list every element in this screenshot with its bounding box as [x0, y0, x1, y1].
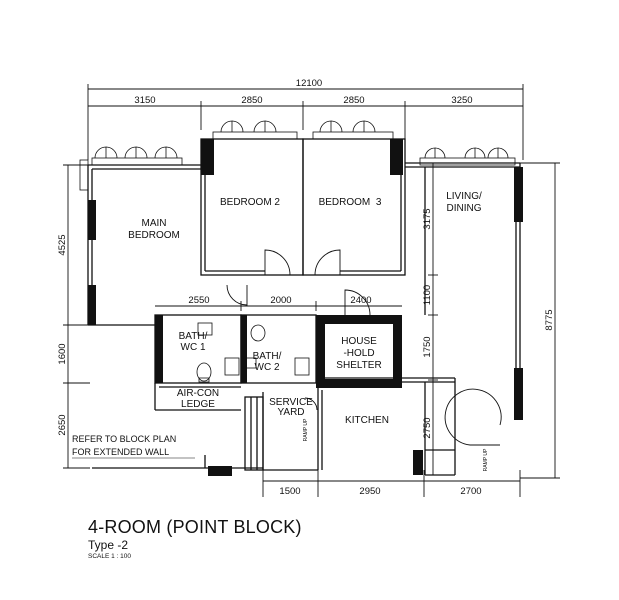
basin-1-icon: [197, 322, 213, 336]
dim-right-inner-4: 2750: [422, 417, 433, 438]
dim-overall-width: 12100: [296, 78, 322, 89]
dim-top-3: 2850: [343, 95, 364, 106]
dim-left-3: 2650: [57, 414, 68, 435]
label-service-2: YARD: [277, 407, 304, 418]
label-shelter-2: -HOLD: [343, 348, 374, 359]
dim-top-4: 3250: [451, 95, 472, 106]
label-bath-2-b: WC 2: [255, 362, 280, 373]
title-block: 4-ROOM (POINT BLOCK) Type -2 SCALE 1 : 1…: [88, 517, 302, 561]
label-bath-1-a: BATH/: [179, 331, 208, 342]
label-bedroom-3: BEDROOM 3: [319, 197, 382, 208]
dim-right-total: 8775: [544, 309, 555, 330]
dim-bottom-1: 1500: [279, 486, 300, 497]
plan-title: 4-ROOM (POINT BLOCK): [88, 517, 302, 537]
dim-left-1: 4525: [57, 234, 68, 255]
plan-type: Type -2: [88, 538, 129, 552]
label-bath-2-a: BATH/: [253, 351, 282, 362]
label-kitchen: KITCHEN: [345, 415, 389, 426]
basin-2-icon: [245, 357, 257, 369]
label-aircon-2: LEDGE: [181, 399, 215, 410]
dim-top-1: 3150: [134, 95, 155, 106]
note-line-2: FOR EXTENDED WALL: [72, 447, 169, 457]
doors: [226, 249, 502, 446]
toilet-1-icon: [196, 362, 212, 382]
dimension-labels: 12100 3150 2850 2850 3250 1500 2950 2700…: [57, 78, 555, 497]
room-labels: MAIN BEDROOM BEDROOM 2 BEDROOM 3 LIVING/…: [128, 191, 489, 471]
wall-columns: [88, 139, 523, 476]
interior-dimension-lines: [155, 301, 402, 311]
label-bedroom-2: BEDROOM 2: [220, 197, 280, 208]
dim-right-inner-1: 3175: [422, 208, 433, 229]
label-aircon-1: AIR-CON: [177, 388, 219, 399]
windows: [79, 120, 516, 191]
top-dimension-lines: [87, 84, 524, 160]
dim-top-2: 2850: [241, 95, 262, 106]
dim-bottom-3: 2700: [460, 486, 481, 497]
shower-1-icon: [224, 357, 240, 376]
sanitary-fixtures: [196, 322, 310, 383]
label-main-bedroom-2: BEDROOM: [128, 230, 180, 241]
label-ramp-2: RAMP UP: [483, 448, 489, 471]
dim-interior-1: 2550: [188, 295, 209, 306]
label-living-2: DINING: [447, 203, 482, 214]
label-living-1: LIVING/: [446, 191, 482, 202]
dim-right-inner-2: 1100: [422, 285, 433, 305]
left-dimension-lines: [63, 164, 90, 469]
label-bath-1-b: WC 1: [181, 342, 206, 353]
label-main-bedroom-1: MAIN: [142, 218, 167, 229]
dim-left-2: 1600: [57, 343, 68, 364]
shower-2-icon: [294, 357, 310, 376]
plan-scale: SCALE 1 : 100: [88, 553, 131, 560]
bottom-dimension-lines: [262, 470, 521, 497]
label-shelter-1: HOUSE: [341, 336, 377, 347]
toilet-2-icon: [250, 324, 266, 342]
label-ramp-1: RAMP UP: [303, 418, 309, 441]
dim-bottom-2: 2950: [359, 486, 380, 497]
extended-wall-note: REFER TO BLOCK PLAN FOR EXTENDED WALL: [72, 434, 195, 459]
label-shelter-3: SHELTER: [336, 360, 381, 371]
right-dimension-lines: [428, 162, 560, 479]
label-service-1: SERVICE: [269, 397, 313, 408]
dim-interior-2: 2000: [270, 295, 291, 306]
dim-right-inner-3: 1750: [422, 336, 433, 357]
note-line-1: REFER TO BLOCK PLAN: [72, 434, 176, 444]
dim-interior-3: 2400: [350, 295, 371, 306]
